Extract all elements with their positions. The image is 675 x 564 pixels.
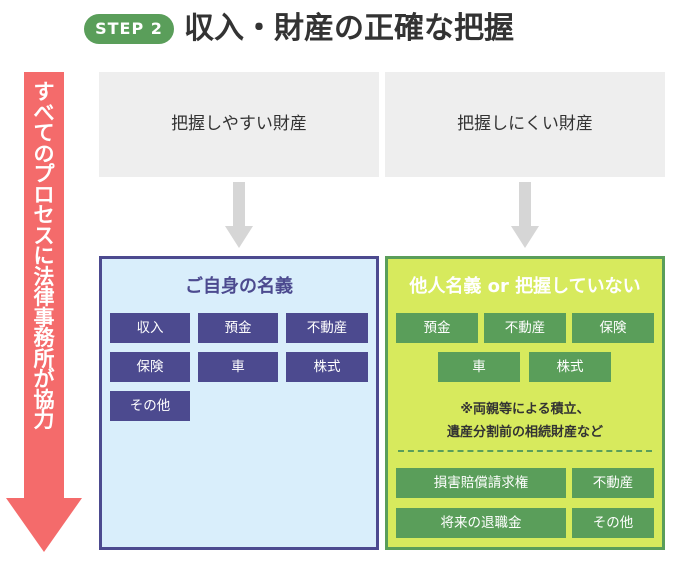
asset-tag-damages-claim: 損害賠償請求権 [396,468,566,498]
examples-note: ※両親等による積立、 遺産分割前の相続財産など [388,398,662,444]
asset-tag-stocks: 株式 [286,352,368,382]
asset-tag-car: 車 [198,352,278,382]
hidden-assets-title: 他人名義 or 把握していない [409,276,641,297]
asset-tag-insurance: 保険 [572,313,654,343]
examples-note-line-2: 遺産分割前の相続財産など [446,425,603,440]
asset-tag-insurance: 保険 [110,352,190,382]
step-badge: STEP 2 [84,14,174,44]
own-name-assets-title: ご自身の名義 [185,276,293,297]
asset-tag-future-retirement-pay: 将来の退職金 [396,508,566,538]
hidden-assets-panel: 他人名義 or 把握していない 預金 不動産 保険 車 株式 ※両親等による積立… [385,256,665,550]
divider [398,450,652,452]
easy-assets-header: 把握しやすい財産 [99,72,379,177]
asset-tag-real-estate: 不動産 [286,313,368,343]
asset-tag-deposit: 預金 [396,313,478,343]
asset-tag-car: 車 [438,352,520,382]
asset-tag-deposit: 預金 [198,313,278,343]
asset-tag-other: その他 [572,508,654,538]
hard-assets-header: 把握しにくい財産 [385,72,665,177]
asset-tag-real-estate: 不動産 [572,468,654,498]
asset-tag-stocks: 株式 [529,352,611,382]
examples-note-line-1: ※両親等による積立、 [460,402,590,417]
down-arrow-icon [6,498,82,552]
asset-tag-income: 収入 [110,313,190,343]
process-arrow-label: すべてのプロセスに法律事務所が協力 [33,80,55,432]
process-arrow: すべてのプロセスに法律事務所が協力 [24,72,64,500]
page-title: 収入・財産の正確な把握 [184,11,514,46]
asset-tag-real-estate: 不動産 [484,313,566,343]
own-name-assets-panel: ご自身の名義 収入 預金 不動産 保険 車 株式 その他 [99,256,379,550]
asset-tag-other: その他 [110,391,190,421]
down-arrow-icon [511,182,539,250]
down-arrow-icon [225,182,253,250]
